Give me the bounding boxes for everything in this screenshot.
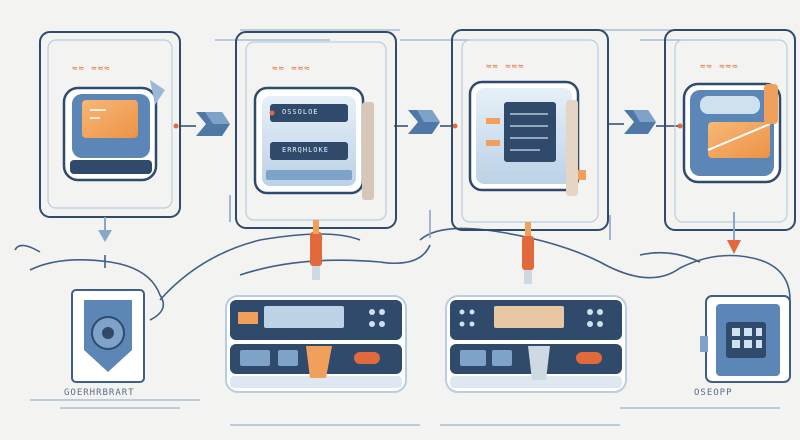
stage-3-panel	[451, 29, 609, 231]
stage-4-label: ≈≈ ≈≈≈	[700, 62, 739, 72]
stage-1-label: ≈≈ ≈≈≈	[72, 64, 111, 74]
server-rack-right	[445, 295, 627, 393]
bottom-right-label: OSEOPP	[694, 388, 733, 398]
server-rack-left	[225, 295, 407, 393]
chip-device	[700, 295, 791, 383]
plug-connector-left-icon	[310, 220, 322, 280]
stage-1-panel	[39, 31, 181, 242]
arrow-3-icon	[608, 110, 683, 134]
panel-2-bar-2-text: ERRQHLOKE	[282, 146, 329, 154]
stage-2-panel	[235, 31, 397, 229]
shield-device	[71, 289, 145, 383]
arrow-1-icon	[173, 112, 230, 136]
panel-2-bar-1-text: OSSOLOE	[282, 108, 319, 116]
stage-2-label: ≈≈ ≈≈≈	[272, 64, 311, 74]
decorative-lines	[30, 29, 780, 426]
stage-3-label: ≈≈ ≈≈≈	[486, 62, 525, 72]
arrow-2-icon	[394, 110, 458, 134]
plug-connector-right-icon	[522, 222, 534, 284]
stage-4-panel	[664, 29, 796, 254]
bottom-left-label: GOERHRBRART	[64, 388, 135, 398]
connector-wires	[14, 195, 791, 321]
